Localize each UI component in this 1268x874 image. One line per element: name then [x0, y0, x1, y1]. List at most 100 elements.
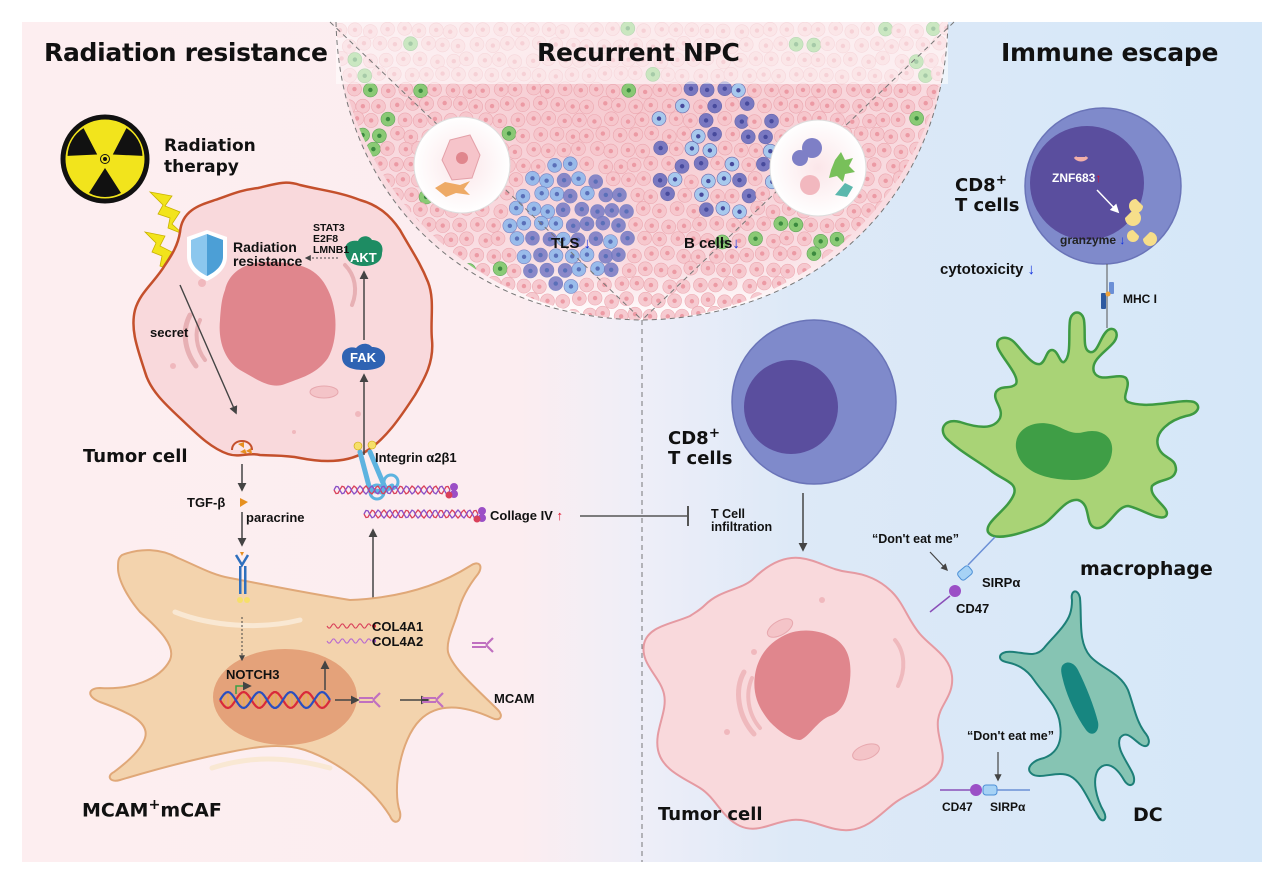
cd8-t-cell-top [1024, 107, 1182, 265]
tissue-cell-nucleus [762, 103, 767, 109]
tissue-cell-nucleus [672, 269, 677, 275]
tissue-cell-nucleus [721, 176, 727, 181]
tissue-cell-nucleus [737, 209, 742, 214]
tissue-cell-nucleus [746, 134, 751, 140]
tissue-cell-nucleus [712, 131, 717, 137]
t-cell-infiltration-label: T Cell infiltration [711, 508, 772, 534]
tissue-cell-nucleus [721, 267, 726, 273]
tissue-cell-nucleus [585, 190, 590, 196]
tissue-cell-nucleus [584, 252, 590, 257]
mrna-strand [326, 638, 372, 644]
tissue-cell-nucleus [595, 266, 600, 271]
tissue-cell-nucleus [720, 239, 725, 245]
tissue-cell-nucleus [506, 252, 512, 258]
tissue-cell-nucleus [426, 222, 432, 227]
tissue-cell-nucleus [593, 179, 598, 184]
col4a1-label: COL4A1 [372, 619, 424, 634]
tissue-cell-nucleus [352, 86, 357, 92]
collagen-strand [363, 509, 479, 519]
tissue-cell-nucleus [377, 133, 382, 138]
tissue-cell-nucleus [570, 104, 575, 109]
tissue-cell-nucleus [760, 191, 765, 196]
tissue-cell-nucleus [679, 164, 685, 169]
tissue-cell-nucleus [531, 206, 537, 212]
cd8-sup: + [708, 425, 720, 441]
tissue-cell-nucleus [657, 87, 663, 92]
tissue-cell-nucleus [480, 268, 486, 273]
tissue-cell-nucleus [609, 299, 614, 304]
tissue-cell-nucleus [800, 87, 806, 93]
tissue-cell-nucleus [592, 295, 598, 301]
tissue-cell-nucleus [409, 192, 414, 198]
tissue-cell-nucleus [647, 314, 653, 319]
tissue-cell-nucleus [731, 223, 736, 228]
tissue-cell-nucleus [872, 193, 877, 199]
tissue-cell-nucleus [865, 176, 870, 182]
tissue-cell-nucleus [658, 267, 664, 273]
tissue-cell-nucleus [584, 282, 589, 288]
tissue-cell-nucleus [681, 254, 686, 259]
tissue-cell-nucleus [656, 116, 662, 121]
tissue-cell-nucleus [858, 131, 864, 136]
tissue-cell-nucleus [648, 282, 654, 288]
mcam-label: MCAM [494, 691, 535, 706]
tissue-cell-nucleus [561, 236, 566, 242]
tissue-cell-nucleus [639, 117, 645, 122]
tissue-cell-nucleus [603, 101, 608, 106]
tissue-cell-nucleus [544, 267, 550, 273]
tissue-cell-nucleus [923, 100, 928, 106]
tissue-cell-nucleus [547, 236, 553, 242]
secret-label: secret [150, 325, 189, 340]
tissue-cell-nucleus [434, 207, 440, 213]
tissue-cell-nucleus [568, 193, 573, 199]
tissue-cell-nucleus [810, 101, 815, 106]
cd8-t-cells-label-top: CD8+ T cells [955, 170, 1019, 216]
tissue-cell-nucleus [705, 297, 711, 302]
tls-text: TLS [551, 235, 580, 252]
tissue-cell-nucleus [626, 177, 631, 183]
tissue-cell-nucleus [881, 148, 887, 153]
dna-strand [219, 690, 331, 710]
tissue-cell-nucleus [698, 104, 703, 110]
tissue-cell-nucleus [851, 87, 856, 92]
tissue-cell-nucleus [729, 161, 735, 167]
tissue-cell-nucleus [752, 119, 757, 124]
tissue-cell-nucleus [695, 254, 701, 260]
tissue-cell-nucleus [746, 162, 752, 167]
macrophage-label: macrophage [1080, 558, 1213, 580]
tissue-cell-nucleus [689, 179, 694, 185]
collagen-end-cap [450, 483, 458, 491]
tissue-cell-nucleus [674, 206, 680, 211]
tissue-cell-nucleus [888, 134, 893, 139]
dc-nucleus [1061, 662, 1099, 734]
tissue-cell-nucleus [378, 161, 383, 166]
tissue-cell-nucleus [697, 221, 702, 227]
radiation-hazard-icon [60, 114, 150, 204]
tissue-cell-nucleus [793, 103, 799, 109]
tissue-cell-nucleus [562, 86, 568, 92]
tissue-cell-nucleus [495, 236, 501, 241]
shield-icon [187, 230, 227, 281]
tissue-cell-nucleus [737, 299, 742, 304]
tissue-cell-nucleus [538, 132, 543, 137]
tissue-cell-nucleus [931, 89, 937, 95]
tissue-cell-nucleus [665, 250, 670, 256]
tissue-cell-nucleus [722, 299, 727, 304]
tissue-cell-nucleus [521, 163, 526, 169]
tissue-cell-nucleus [667, 103, 672, 109]
tissue-cell-nucleus [696, 134, 701, 139]
tissue-cell-nucleus [784, 235, 789, 241]
akt-protein [345, 236, 383, 266]
tissue-cell-nucleus [600, 220, 606, 226]
tissue-cell-nucleus [568, 161, 573, 167]
mcam-mcaf-label: MCAM+mCAF [82, 798, 222, 821]
tissue-cell-nucleus [727, 281, 733, 286]
tissue-cell-nucleus [625, 119, 631, 124]
tissue-cell-nucleus [498, 87, 504, 92]
tissue-cell-nucleus [776, 281, 782, 286]
tissue-cell-nucleus [657, 236, 662, 242]
collagen-iv-label: Collage IV ↑ [490, 509, 563, 523]
tissue-cell-nucleus [866, 148, 871, 153]
tissue-cell-nucleus [593, 236, 599, 241]
